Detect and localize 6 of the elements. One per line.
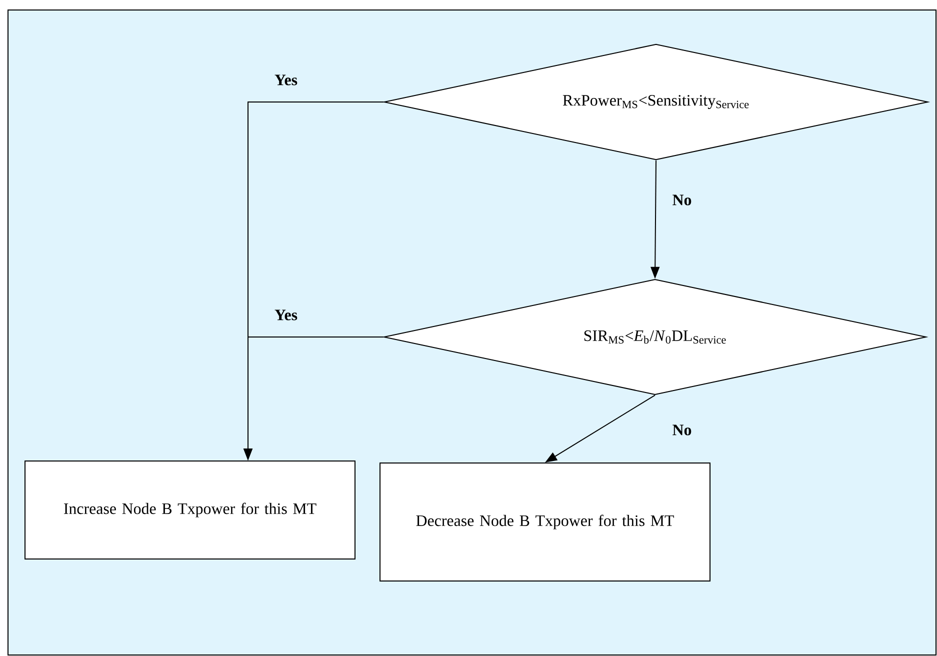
edge-label: No [671, 194, 693, 206]
process-box: Decrease Node B Txpower for this MT [380, 462, 710, 582]
edge-label: Yes [274, 74, 298, 86]
edge-label: No [671, 424, 693, 436]
edge-label: Yes [274, 308, 298, 322]
process-box: Increase Node B Txpower for this MT [24, 460, 356, 560]
